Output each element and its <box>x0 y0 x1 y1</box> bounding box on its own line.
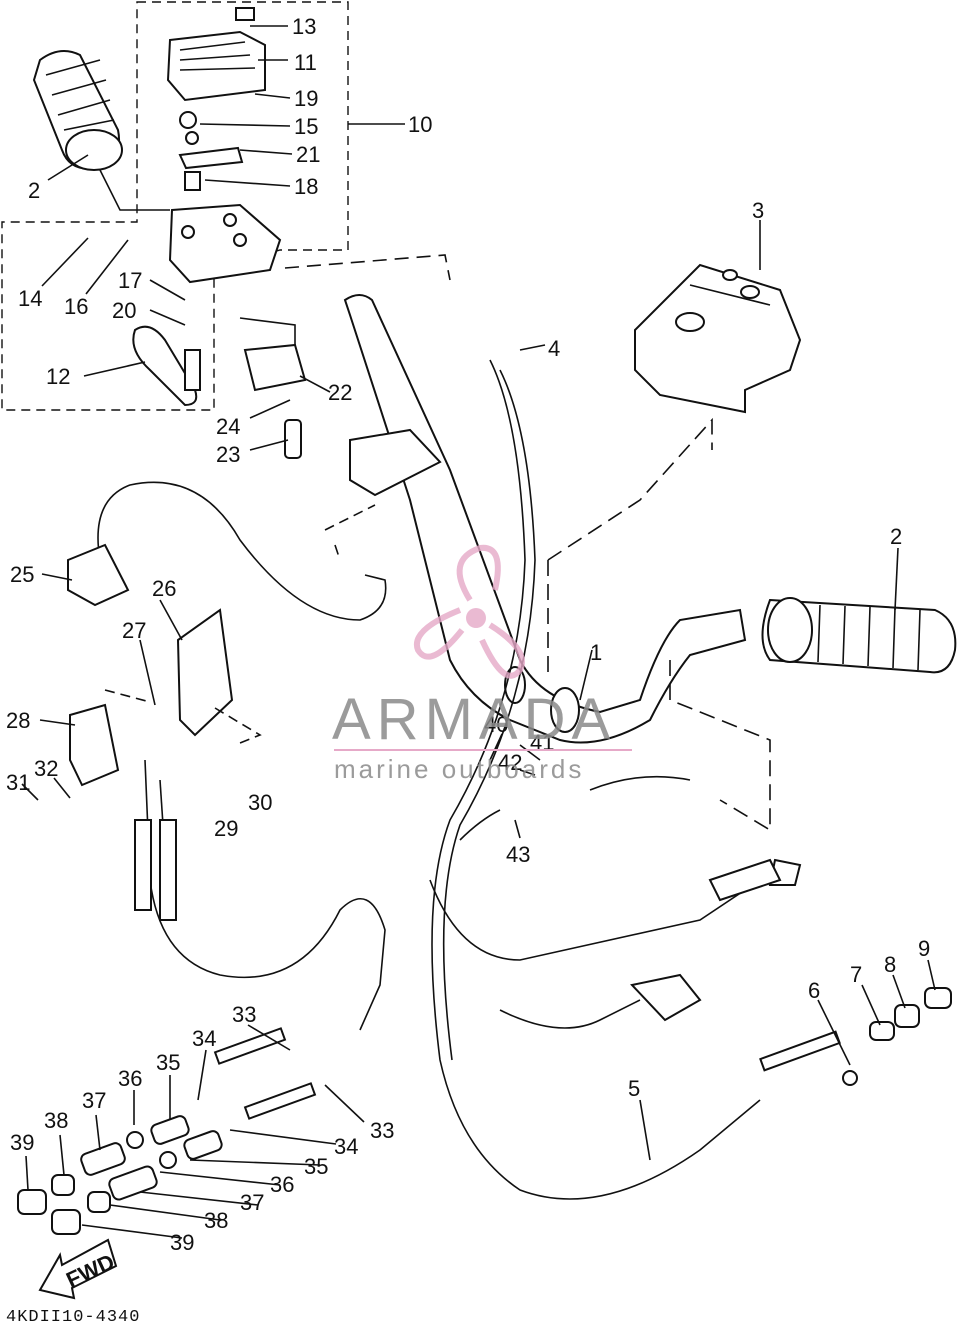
reference-lines <box>104 254 771 832</box>
callout-33-lower: 33 <box>370 1118 394 1143</box>
right-grip <box>761 597 957 674</box>
left-grip <box>32 50 123 171</box>
callout-2-left: 2 <box>28 178 40 203</box>
callout-38-upper: 38 <box>44 1108 68 1133</box>
callout-39-upper: 39 <box>10 1130 34 1155</box>
callout-25: 25 <box>10 562 34 587</box>
callout-3: 3 <box>752 198 764 223</box>
callout-35-lower: 35 <box>304 1154 328 1179</box>
callout-32: 32 <box>34 756 58 781</box>
callout-12: 12 <box>46 364 70 389</box>
leader-lines <box>21 25 936 1239</box>
switch-assembly-dashed-box <box>1 1 349 411</box>
callout-15: 15 <box>294 114 318 139</box>
callout-10: 10 <box>408 112 432 137</box>
drawing-code: 4KDII10-4340 <box>6 1308 141 1327</box>
callout-7: 7 <box>850 962 862 987</box>
callout-labels: 1 2 2 3 4 5 6 7 8 9 10 11 12 13 14 15 16… <box>6 14 930 1255</box>
adjuster-hardware <box>17 987 952 1235</box>
callout-2-right: 2 <box>890 524 902 549</box>
callout-17: 17 <box>118 268 142 293</box>
left-switch-housing <box>166 7 282 284</box>
right-switch-housing <box>634 263 802 414</box>
callout-14: 14 <box>18 286 42 311</box>
callout-35-upper: 35 <box>156 1050 180 1075</box>
callout-36-upper: 36 <box>118 1066 142 1091</box>
forward-arrow: FWD <box>38 1238 118 1300</box>
callout-5: 5 <box>628 1076 640 1101</box>
callout-23: 23 <box>216 442 240 467</box>
callout-28: 28 <box>6 708 30 733</box>
callout-26: 26 <box>152 576 176 601</box>
callout-43: 43 <box>506 842 530 867</box>
callout-1: 1 <box>590 640 602 665</box>
callout-24: 24 <box>216 414 240 439</box>
callout-37-lower: 37 <box>240 1190 264 1215</box>
callout-19: 19 <box>294 86 318 111</box>
callout-21: 21 <box>296 142 320 167</box>
callout-42: 42 <box>498 750 522 775</box>
callout-8: 8 <box>884 952 896 977</box>
callout-29: 29 <box>214 816 238 841</box>
callout-40: 40 <box>484 712 508 737</box>
callout-39-lower: 39 <box>170 1230 194 1255</box>
watermark-brand-name: ARMADA <box>332 687 617 752</box>
callout-16: 16 <box>64 294 88 319</box>
callout-31: 31 <box>6 770 30 795</box>
callout-30: 30 <box>248 790 272 815</box>
watermark-tagline: marine outboards <box>334 754 585 784</box>
cable-fittings <box>67 343 802 1022</box>
callout-34-lower: 34 <box>334 1134 358 1159</box>
callout-18: 18 <box>294 174 318 199</box>
callout-13: 13 <box>292 14 316 39</box>
callout-20: 20 <box>112 298 136 323</box>
callout-27: 27 <box>122 618 146 643</box>
callout-36-lower: 36 <box>270 1172 294 1197</box>
callout-38-lower: 38 <box>204 1208 228 1233</box>
throttle-lever <box>132 325 201 407</box>
armada-logo-icon <box>413 544 525 679</box>
callout-34-upper: 34 <box>192 1026 216 1051</box>
callout-6: 6 <box>808 978 820 1003</box>
callout-4: 4 <box>548 336 560 361</box>
callout-11: 11 <box>294 50 317 75</box>
callout-9: 9 <box>918 936 930 961</box>
callout-33-upper: 33 <box>232 1002 256 1027</box>
callout-22: 22 <box>328 380 352 405</box>
callout-37-upper: 37 <box>82 1088 106 1113</box>
cables <box>97 359 761 1200</box>
